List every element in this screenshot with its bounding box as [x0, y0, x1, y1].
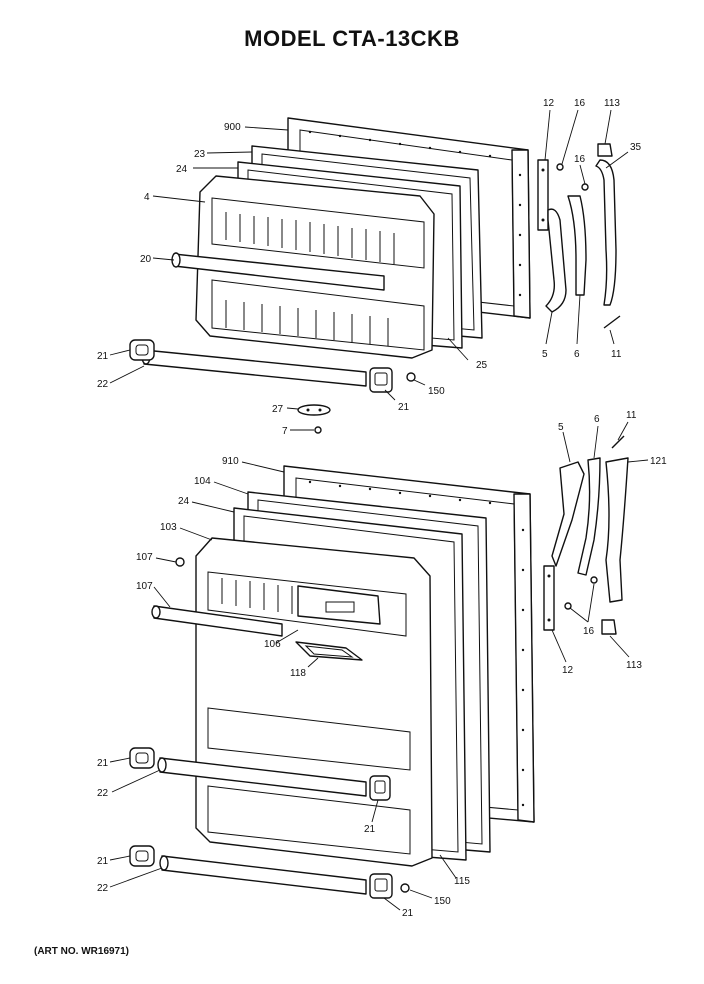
fresh-food-middle-bar[interactable]	[157, 757, 367, 797]
fresh-food-door-assembly: 910 104 24 103 107 107 106 118 21 22 21 …	[97, 410, 667, 919]
label-118: 118	[290, 668, 306, 679]
label-35: 35	[630, 142, 642, 153]
fresh-food-hinge-screw-16b[interactable]	[590, 576, 598, 584]
label-21-mid-right: 21	[364, 824, 376, 835]
label-113: 113	[604, 98, 620, 109]
label-16-lower: 16	[583, 626, 595, 637]
freezer-clip[interactable]	[297, 404, 331, 416]
label-21-right: 21	[398, 402, 410, 413]
label-150-lower: 150	[434, 896, 451, 907]
label-6-lower: 6	[594, 414, 600, 425]
freezer-end-cap-right[interactable]	[369, 367, 393, 393]
label-21-low-right: 21	[402, 908, 414, 919]
label-27: 27	[272, 404, 284, 415]
fresh-food-hinge-5[interactable]	[551, 461, 585, 567]
fresh-food-hinge-bracket-12[interactable]	[543, 565, 555, 631]
label-11-lower: 11	[626, 410, 637, 421]
label-7: 7	[282, 426, 288, 437]
fresh-food-inner-door[interactable]	[195, 537, 433, 867]
butter-compartment[interactable]	[297, 585, 381, 625]
label-22: 22	[97, 379, 109, 390]
fresh-food-middle-cap-left[interactable]	[129, 747, 155, 769]
freezer-lower-bar[interactable]	[141, 349, 367, 387]
label-16-top: 16	[574, 98, 586, 109]
label-4: 4	[144, 192, 150, 203]
fresh-food-lower-bar[interactable]	[159, 855, 367, 895]
label-910: 910	[222, 456, 239, 467]
freezer-hinge-bracket-12[interactable]	[537, 159, 549, 231]
label-107-button: 107	[136, 552, 153, 563]
freezer-bar-screw[interactable]	[406, 372, 416, 382]
label-12: 12	[543, 98, 555, 109]
fresh-food-middle-cap-right[interactable]	[369, 775, 391, 801]
fresh-food-hinge-screw-16a[interactable]	[564, 602, 572, 610]
fresh-food-upper-bar[interactable]	[151, 605, 283, 637]
label-107-bar: 107	[136, 581, 153, 592]
art-number: (ART NO. WR16971)	[34, 946, 130, 957]
label-20: 20	[140, 254, 152, 265]
freezer-hinge-screw-16b[interactable]	[581, 183, 589, 191]
label-21-left: 21	[97, 351, 109, 362]
label-22-low: 22	[97, 883, 109, 894]
freezer-screw-11[interactable]	[603, 315, 621, 329]
label-5: 5	[542, 349, 548, 360]
fresh-food-lower-cap-left[interactable]	[129, 845, 155, 867]
label-12-lower: 12	[562, 665, 574, 676]
fresh-food-handle-6[interactable]	[577, 457, 601, 576]
label-121: 121	[650, 456, 667, 467]
label-21-low-left: 21	[97, 856, 109, 867]
freezer-inner-door[interactable]	[195, 175, 435, 359]
freezer-handle-6[interactable]	[567, 195, 587, 296]
label-22-mid: 22	[97, 788, 109, 799]
freezer-end-cap-left[interactable]	[129, 339, 155, 361]
fresh-food-button-107[interactable]	[175, 557, 185, 567]
freezer-hinge-screw-16a[interactable]	[556, 163, 564, 171]
label-16-mid: 16	[574, 154, 586, 165]
fresh-food-bar-screw[interactable]	[400, 883, 410, 893]
freezer-hinge-cap-113[interactable]	[597, 143, 613, 157]
label-6: 6	[574, 349, 580, 360]
label-11: 11	[611, 349, 622, 360]
label-25: 25	[476, 360, 488, 371]
label-113-lower: 113	[626, 660, 642, 671]
label-23: 23	[194, 149, 206, 160]
fresh-food-hinge-cap-113[interactable]	[601, 619, 617, 635]
fresh-food-lower-cap-right[interactable]	[369, 873, 393, 899]
freezer-handle-35[interactable]	[595, 159, 617, 306]
label-115: 115	[454, 876, 470, 887]
freezer-door-assembly: 900 23 24 4 20 21 22 21 27 7 150 25 12 1…	[97, 98, 642, 437]
label-900: 900	[224, 122, 241, 133]
model-title: MODEL CTA-13CKB	[244, 26, 460, 51]
label-103: 103	[160, 522, 177, 533]
label-5-lower: 5	[558, 422, 564, 433]
label-104: 104	[194, 476, 211, 487]
label-24-lower: 24	[178, 496, 190, 507]
freezer-hinge-5[interactable]	[545, 208, 567, 313]
label-106: 106	[264, 639, 281, 650]
egg-tray[interactable]	[295, 641, 363, 661]
fresh-food-handle-121[interactable]	[605, 457, 629, 603]
label-150: 150	[428, 386, 445, 397]
fresh-food-screw-11[interactable]	[611, 435, 625, 449]
label-24: 24	[176, 164, 188, 175]
label-21-mid-left: 21	[97, 758, 109, 769]
freezer-screw[interactable]	[314, 426, 322, 434]
